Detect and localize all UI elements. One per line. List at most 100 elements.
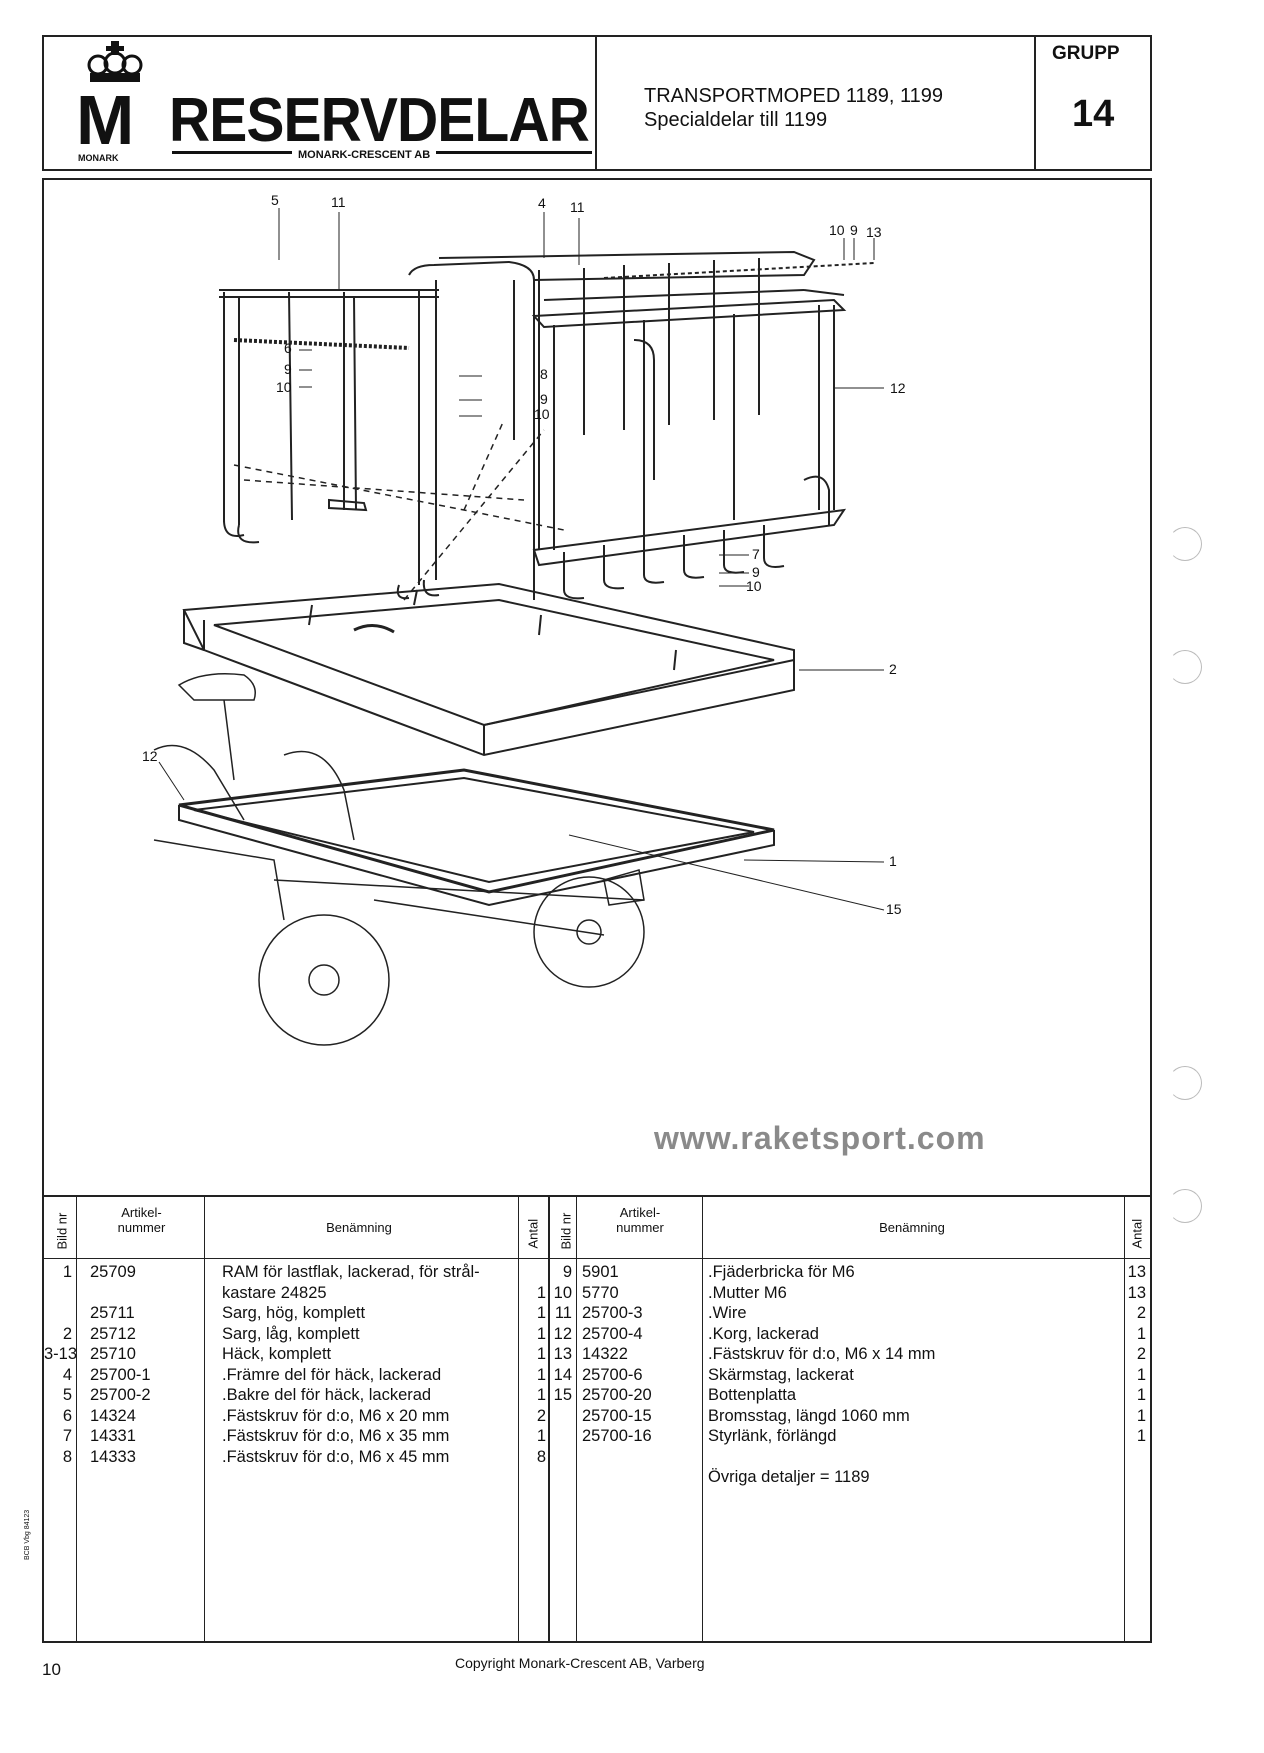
- table-cell-antal: 1: [1136, 1365, 1146, 1384]
- table-cell-benamning: RAM för lastflak, lackerad, för strål-: [222, 1263, 480, 1281]
- table-cell-antal: 13: [1127, 1283, 1146, 1302]
- binder-hole: [1168, 1066, 1202, 1100]
- frame-drawing: [182, 582, 795, 757]
- table-cell-benamning: Styrlänk, förlängd: [708, 1427, 837, 1445]
- col-header-artikel: Artikel- nummer: [616, 1205, 664, 1235]
- table-cell-artikel: [582, 1467, 700, 1487]
- table-cell-antal: [1124, 1447, 1146, 1467]
- table-cell-benamning: Bromsstag, längd 1060 mm: [708, 1406, 910, 1425]
- callout-label: 1: [889, 853, 897, 869]
- table-cell-antal: 1: [536, 1304, 546, 1322]
- table-cell-artikel: 25700-3: [582, 1304, 643, 1322]
- table-cell-bild: 9: [562, 1263, 572, 1281]
- table-cell-antal: 2: [1136, 1304, 1146, 1322]
- callout-label: 9: [540, 391, 548, 407]
- callout-label: 12: [890, 380, 906, 396]
- table-cell-bild: [548, 1467, 572, 1487]
- table-cell-benamning: .Fjäderbricka för M6: [708, 1263, 855, 1281]
- table-top-rule: [44, 1195, 1150, 1197]
- table-cell-antal: 2: [536, 1406, 546, 1425]
- table-cell-bild: 4: [62, 1365, 72, 1384]
- table-cell-bild: 3-13: [44, 1345, 78, 1363]
- group-label: GRUPP: [1052, 43, 1120, 64]
- table-cell-artikel: 25700-4: [582, 1324, 643, 1343]
- table-cell-benamning: .Bakre del för häck, lackerad: [222, 1386, 432, 1404]
- page-subtitle: Specialdelar till 1199: [644, 109, 828, 131]
- table-cell-antal: 8: [536, 1447, 546, 1466]
- callout-label: 12: [142, 748, 158, 764]
- callout-label: 2: [889, 661, 897, 677]
- table-cell-bild: [548, 1426, 572, 1446]
- table-cell-artikel: 25700-20: [582, 1386, 652, 1404]
- print-code: BCB Vbg 84123: [24, 1509, 31, 1560]
- binder-hole: [1168, 527, 1202, 561]
- table-cell-artikel: 25700-15: [582, 1406, 652, 1425]
- binder-hole: [1168, 1189, 1202, 1223]
- table-cell-bild: 15: [553, 1386, 572, 1404]
- crown-icon: [87, 41, 143, 82]
- table-cell-benamning: .Wire: [708, 1304, 747, 1322]
- parts-diagram: 5 11 4 11 10 9 13 6 9 10 8 9 10 12 7 9 1…: [42, 178, 1152, 1643]
- table-cell-artikel: 25700-16: [582, 1427, 652, 1445]
- callout-label: 4: [538, 195, 546, 211]
- table-cell-artikel: 14333: [90, 1447, 136, 1466]
- col-header-antal: Antal: [1129, 1218, 1145, 1249]
- table-cell-bild: [548, 1406, 572, 1426]
- callout-label: 10: [746, 578, 762, 594]
- callout-label: 5: [271, 192, 279, 208]
- table-cell-artikel: 25710: [90, 1345, 136, 1363]
- table-cell-antal: 1: [536, 1386, 546, 1404]
- table-cell-benamning: Skärmstag, lackerat: [708, 1365, 854, 1384]
- callout-label: 9: [752, 564, 760, 580]
- callout-label: 6: [284, 340, 292, 356]
- table-cell-bild: 10: [553, 1283, 572, 1302]
- table-cell-bild: 5: [62, 1386, 72, 1404]
- table-cell-antal: [518, 1262, 546, 1282]
- callout-label: 11: [331, 194, 346, 210]
- table-cell-benamning: [708, 1447, 1120, 1467]
- binder-hole: [1168, 650, 1202, 684]
- table-cell-benamning: Bottenplatta: [708, 1386, 797, 1404]
- col-header-bild: Bild nr: [558, 1212, 574, 1250]
- table-cell-benamning: kastare 24825: [222, 1283, 327, 1302]
- table-cell-antal: 2: [1136, 1345, 1146, 1363]
- callout-label: 10: [534, 406, 550, 422]
- callout-label: 11: [570, 199, 585, 215]
- page-header: M MONARK RESERVDELAR MONARK-CRESCENT AB …: [42, 35, 1152, 171]
- table-cell-bild: [44, 1303, 72, 1323]
- table-cell-benamning: .Korg, lackerad: [708, 1324, 819, 1343]
- table-cell-benamning: .Mutter M6: [708, 1283, 787, 1302]
- table-cell-artikel: 25700-1: [90, 1365, 151, 1384]
- moped-drawing: [153, 673, 645, 1046]
- table-cell-antal: 1: [536, 1345, 546, 1363]
- table-cell-artikel: 14322: [582, 1345, 628, 1363]
- table-cell-bild: 11: [554, 1304, 572, 1322]
- watermark: www.raketsport.com: [654, 1120, 986, 1156]
- callout-label: 9: [284, 361, 292, 377]
- callout-label: 13: [866, 224, 882, 240]
- callout-label: 9: [850, 222, 858, 238]
- group-number: 14: [1072, 93, 1115, 135]
- table-cell-artikel: 14331: [90, 1427, 136, 1445]
- table-cell-antal: 13: [1127, 1263, 1146, 1281]
- table-cell-benamning: .Främre del för häck, lackerad: [222, 1365, 442, 1384]
- callout-label: 15: [886, 901, 902, 917]
- logo-brand: MONARK: [78, 153, 119, 163]
- page-number: 10: [42, 1660, 61, 1679]
- table-cell-antal: 1: [1136, 1324, 1146, 1343]
- table-cell-antal: 1: [1136, 1406, 1146, 1425]
- table-cell-artikel: 5770: [582, 1283, 619, 1302]
- exploded-view-drawing: [153, 208, 885, 1046]
- basket-drawing: [531, 262, 875, 600]
- table-cell-artikel: 25712: [90, 1324, 136, 1343]
- col-header-artikel: Artikel- nummer: [117, 1205, 166, 1235]
- table-cell-antal: 1: [536, 1427, 546, 1445]
- page-title: TRANSPORTMOPED 1189, 1199: [644, 85, 944, 107]
- col-header-benamning: Benämning: [326, 1220, 392, 1235]
- table-cell-bild: 8: [62, 1447, 72, 1466]
- table-cell-benamning: .Fästskruv för d:o, M6 x 20 mm: [222, 1406, 450, 1425]
- bottom-plate-drawing: [178, 768, 775, 907]
- table-cell-antal: 1: [536, 1324, 546, 1343]
- table-cell-benamning: Övriga detaljer = 1189: [708, 1468, 870, 1486]
- logo-company: MONARK-CRESCENT AB: [292, 149, 437, 161]
